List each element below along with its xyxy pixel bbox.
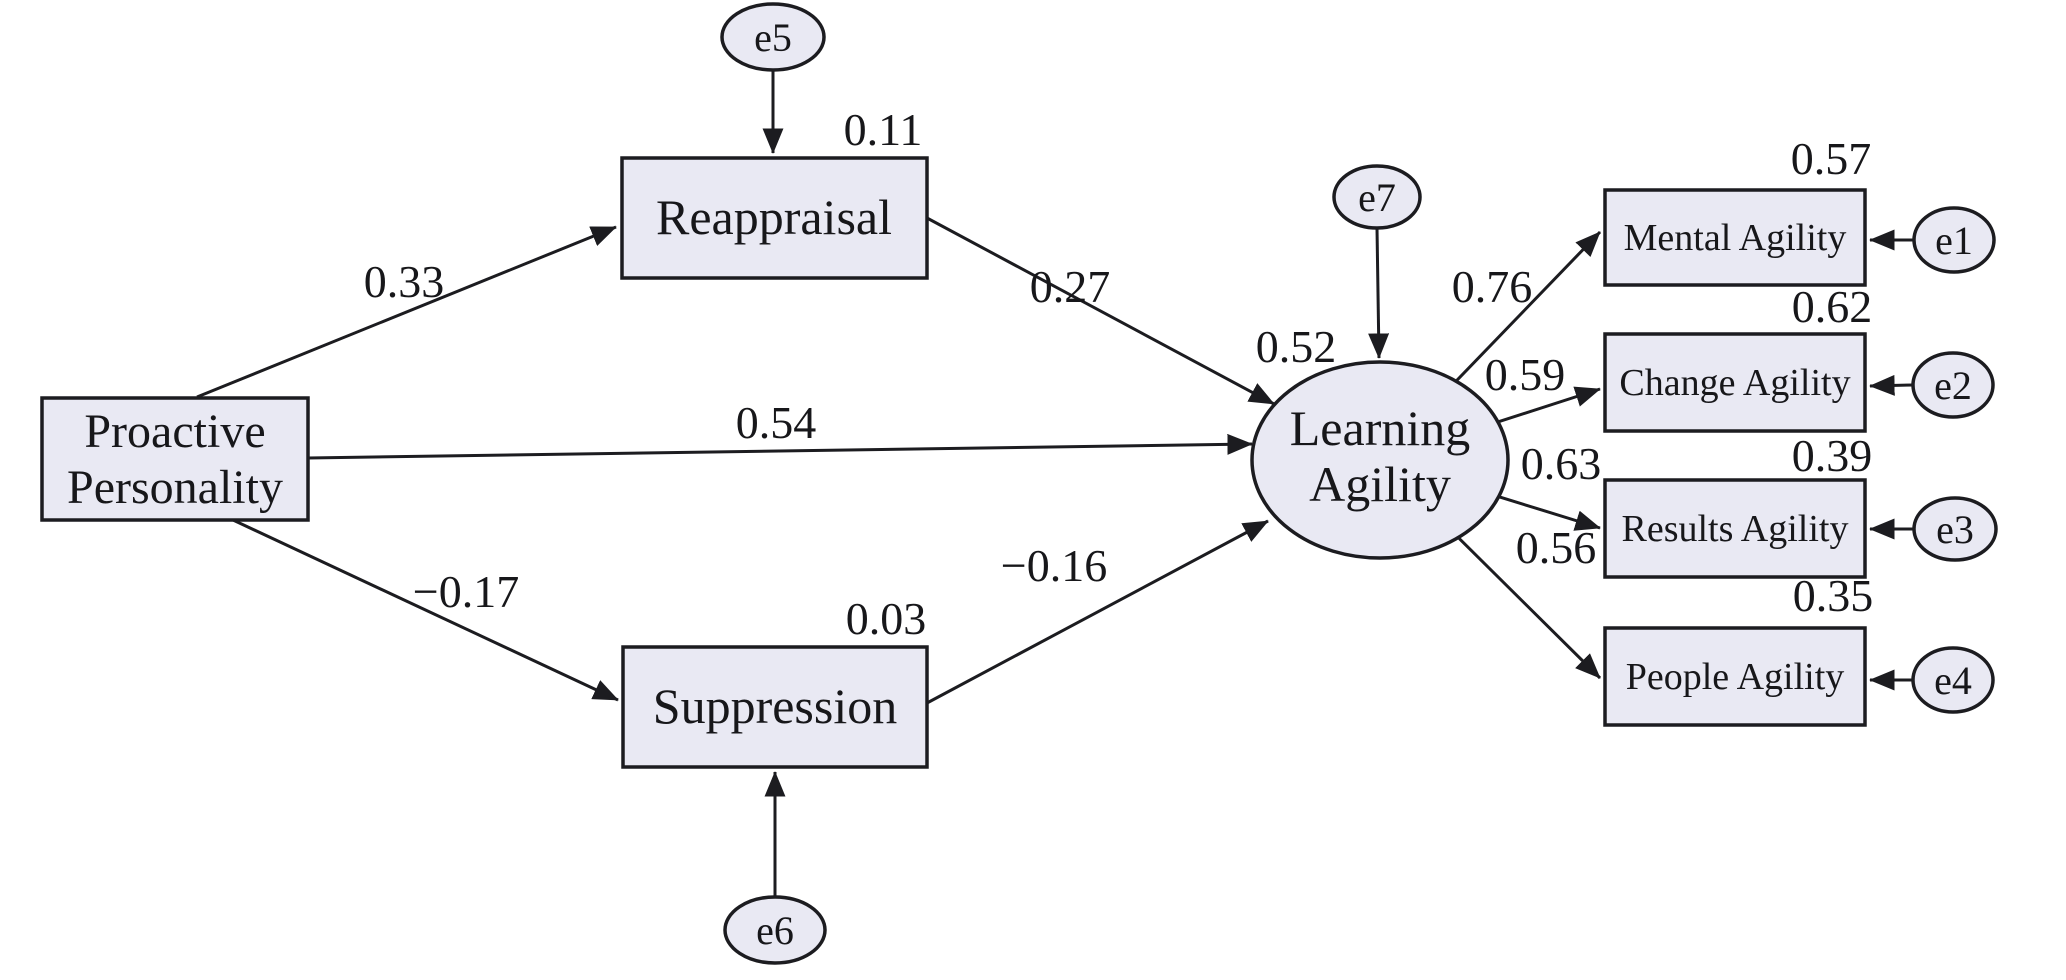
coef-proactive-to-learning: 0.54 (736, 397, 817, 448)
arrow-e2-to-change (1869, 374, 1914, 396)
node-e5-label: e5 (754, 15, 792, 60)
node-e2-label: e2 (1934, 363, 1972, 408)
coefficient-labels: 0.33 0.54 −0.17 0.27 −0.16 0.76 0.59 0.6… (364, 256, 1602, 617)
node-learning-agility-label-line1: Learning (1290, 400, 1470, 456)
node-reappraisal-label: Reappraisal (656, 189, 892, 245)
node-learning-agility-label-line2: Agility (1309, 456, 1451, 512)
node-change-agility-label: Change Agility (1619, 362, 1850, 404)
variance-suppression: 0.03 (846, 593, 927, 644)
variance-learning-agility: 0.52 (1256, 321, 1337, 372)
arrow-e7-to-learning (1368, 227, 1390, 359)
node-reappraisal (620, 156, 929, 280)
coef-proactive-to-suppression: −0.17 (413, 566, 519, 617)
node-people-agility-label: People Agility (1626, 656, 1845, 698)
nodes: Proactive Personality Reappraisal Suppre… (40, 156, 1867, 769)
node-e4 (1911, 646, 1995, 714)
node-people-agility (1603, 626, 1867, 727)
variance-change-agility: 0.62 (1792, 281, 1873, 332)
node-e2 (1911, 351, 1995, 419)
node-suppression-label: Suppression (653, 678, 897, 734)
node-mental-agility (1603, 188, 1867, 287)
node-e1-label: e1 (1935, 218, 1973, 263)
node-proactive-personality-label-line1: Proactive (84, 405, 265, 458)
node-change-agility (1603, 332, 1867, 433)
error-terms: e1 e2 e3 e4 e5 e6 e7 (720, 2, 1998, 965)
variance-mental-agility: 0.57 (1791, 133, 1872, 184)
variance-labels: 0.11 0.03 0.52 0.57 0.62 0.39 0.35 (844, 104, 1874, 644)
node-e3 (1912, 496, 1998, 562)
coef-proactive-to-reappraisal: 0.33 (364, 256, 445, 307)
node-proactive-personality-label-line2: Personality (67, 461, 283, 514)
node-e3-label: e3 (1936, 507, 1974, 552)
arrow-suppression-to-learning (926, 519, 1269, 705)
arrow-reappraisal-to-learning (926, 216, 1275, 406)
coef-reappraisal-to-learning: 0.27 (1030, 261, 1111, 312)
variance-reappraisal: 0.11 (844, 104, 923, 155)
variance-people-agility: 0.35 (1793, 570, 1874, 621)
node-learning-agility (1250, 360, 1510, 560)
arrow-proactive-to-learning (307, 433, 1253, 460)
node-e7-label: e7 (1358, 175, 1396, 220)
node-e6 (723, 895, 827, 965)
arrow-proactive-to-suppression (232, 518, 619, 702)
node-mental-agility-label: Mental Agility (1624, 217, 1847, 259)
variance-results-agility: 0.39 (1792, 430, 1873, 481)
node-e6-label: e6 (756, 908, 794, 953)
node-e5 (720, 2, 826, 72)
node-e4-label: e4 (1934, 658, 1972, 703)
node-results-agility (1603, 478, 1867, 579)
coef-learning-to-results: 0.63 (1521, 438, 1602, 489)
node-e1 (1912, 206, 1996, 274)
node-proactive-personality (40, 396, 310, 522)
node-suppression (621, 645, 929, 769)
node-results-agility-label: Results Agility (1622, 508, 1849, 550)
node-e7 (1332, 164, 1422, 230)
coef-learning-to-mental: 0.76 (1452, 261, 1533, 312)
coef-learning-to-people: 0.56 (1516, 522, 1597, 573)
coef-learning-to-change: 0.59 (1485, 349, 1566, 400)
arrow-proactive-to-reappraisal (196, 225, 617, 399)
coef-suppression-to-learning: −0.16 (1001, 540, 1107, 591)
